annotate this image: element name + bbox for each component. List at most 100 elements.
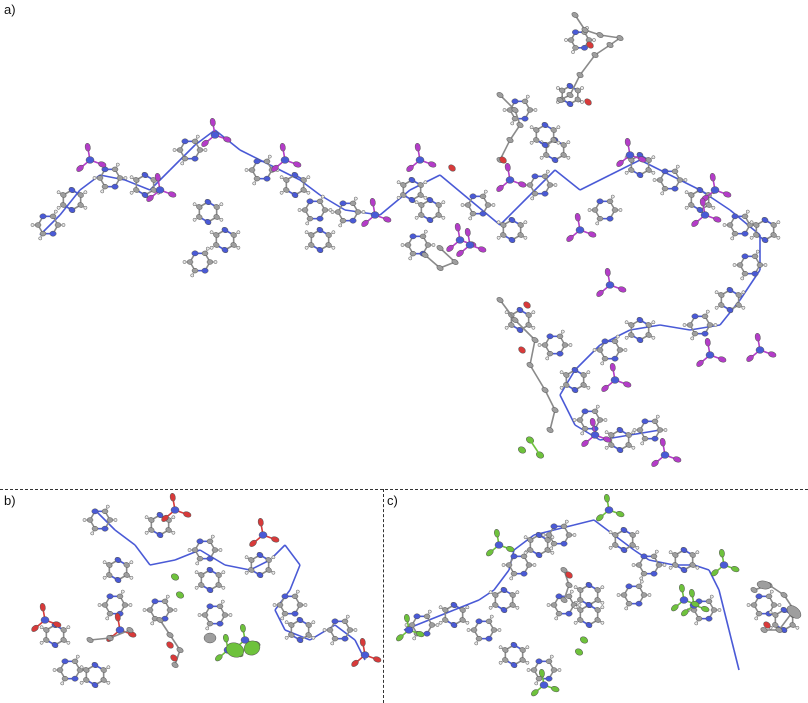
atom [111, 166, 119, 172]
atom [86, 517, 94, 523]
atom [210, 131, 220, 139]
bond [708, 569, 720, 591]
atom [496, 184, 504, 192]
atom [101, 184, 109, 190]
atom [306, 190, 311, 195]
atom [423, 180, 428, 185]
atom [186, 259, 194, 265]
bond [94, 509, 116, 531]
atom [574, 648, 584, 656]
atom [213, 204, 220, 210]
atom [600, 585, 605, 590]
atom [180, 161, 185, 166]
atom [751, 253, 759, 259]
atom [52, 668, 57, 672]
atom [442, 617, 449, 623]
atom [610, 194, 615, 199]
atom [484, 202, 492, 208]
atom [341, 635, 349, 642]
atom [181, 156, 189, 162]
atom [423, 195, 428, 200]
atom [201, 267, 209, 274]
atom [60, 202, 67, 208]
atom [106, 665, 111, 670]
atom [194, 585, 199, 590]
atom [510, 571, 518, 577]
atom [556, 97, 564, 103]
atom [510, 121, 515, 126]
atom [304, 230, 309, 235]
atom [530, 667, 538, 673]
atom [563, 372, 570, 378]
atom [541, 342, 549, 348]
atom [396, 195, 401, 200]
atom [486, 549, 494, 557]
atom [565, 582, 573, 588]
atom [545, 532, 553, 538]
atom [546, 427, 554, 433]
atom [253, 158, 261, 165]
atom [525, 312, 532, 318]
atom [563, 382, 570, 388]
atom [304, 245, 309, 250]
atom [435, 212, 442, 218]
atom [205, 626, 210, 631]
atom [628, 332, 635, 338]
atom [531, 191, 539, 197]
atom [556, 125, 561, 130]
atom [203, 148, 208, 152]
atom [114, 556, 122, 564]
atom [148, 527, 155, 533]
atom [280, 616, 285, 621]
bond [579, 54, 596, 76]
atom [509, 576, 514, 581]
bond [274, 609, 286, 631]
atom [359, 637, 366, 647]
atom [594, 617, 601, 623]
atom [566, 155, 571, 160]
atom [203, 632, 217, 644]
atom [750, 602, 758, 608]
atom [249, 539, 257, 547]
atom [438, 605, 443, 610]
atom [531, 689, 539, 697]
atom [325, 232, 332, 238]
bond [529, 339, 536, 366]
atom [662, 563, 667, 567]
atom [321, 207, 329, 213]
atom [585, 581, 593, 589]
panel-b-label: b) [4, 493, 16, 508]
atom [596, 216, 604, 222]
atom [695, 616, 703, 622]
atom [641, 418, 649, 425]
atom [114, 612, 121, 622]
atom [661, 168, 669, 175]
atom [330, 641, 335, 646]
atom [736, 262, 744, 268]
atom [511, 98, 519, 105]
atom [414, 200, 419, 205]
atom [755, 346, 765, 354]
atom [770, 602, 778, 608]
atom [741, 213, 749, 219]
atom [504, 325, 509, 330]
atom [206, 259, 214, 265]
atom [765, 593, 773, 599]
atom [248, 167, 256, 173]
atom [624, 170, 629, 175]
bond [499, 299, 516, 321]
atom [101, 602, 109, 608]
atom [360, 651, 370, 659]
atom [723, 191, 732, 198]
atom [485, 635, 493, 642]
atom [741, 290, 746, 295]
atom [256, 551, 264, 559]
atom [236, 230, 241, 235]
atom [676, 177, 684, 183]
atom [418, 202, 425, 208]
atom [502, 108, 507, 112]
atom [565, 593, 573, 599]
atom [689, 588, 695, 598]
atom [39, 640, 44, 645]
atom [272, 603, 277, 607]
